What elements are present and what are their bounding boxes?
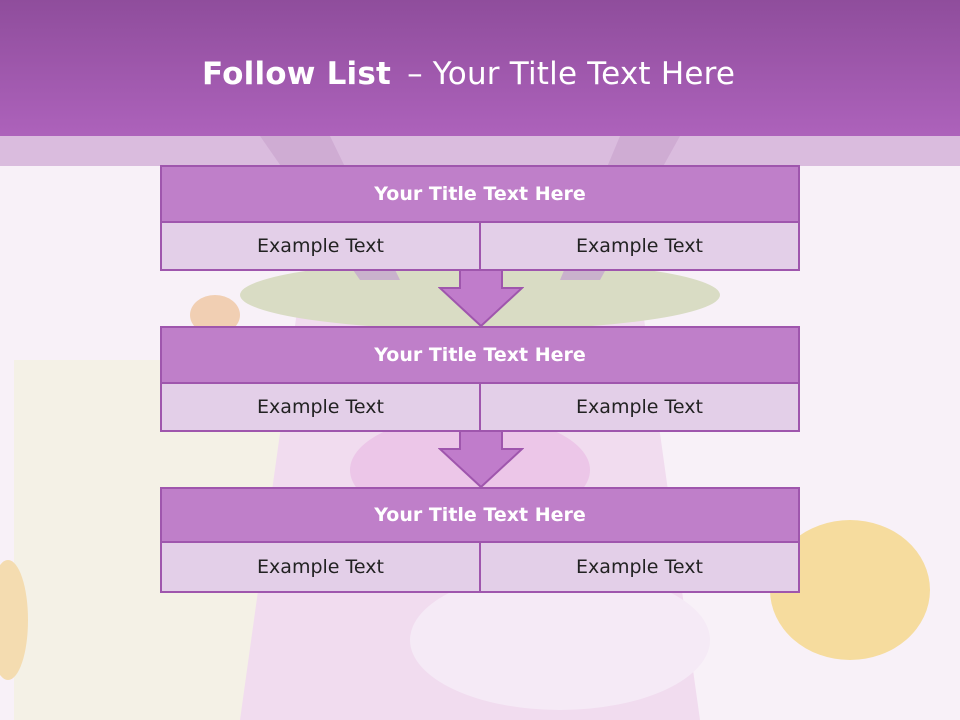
title-dash: –	[407, 56, 423, 92]
step-title: Your Title Text Here	[162, 328, 798, 384]
title-rest: Your Title Text Here	[432, 56, 736, 92]
header-bar	[0, 0, 960, 136]
down-arrow-icon	[438, 268, 524, 328]
down-arrow-icon	[438, 429, 524, 489]
step-row: Example Text Example Text	[162, 384, 798, 430]
step-cell-right: Example Text	[479, 543, 798, 591]
step-box-1: Your Title Text Here Example Text Exampl…	[160, 165, 800, 271]
step-row: Example Text Example Text	[162, 223, 798, 269]
step-title: Your Title Text Here	[162, 489, 798, 543]
page-title: Follow List–Your Title Text Here	[202, 56, 735, 92]
step-cell-left: Example Text	[257, 235, 384, 257]
header-band	[0, 136, 960, 166]
title-bold: Follow List	[202, 56, 392, 92]
step-row: Example Text Example Text	[162, 543, 798, 591]
step-cell-right: Example Text	[479, 223, 798, 269]
step-cell-left: Example Text	[257, 396, 384, 418]
step-box-3: Your Title Text Here Example Text Exampl…	[160, 487, 800, 593]
step-title: Your Title Text Here	[162, 167, 798, 223]
step-cell-right: Example Text	[479, 384, 798, 430]
step-cell-left: Example Text	[257, 556, 384, 578]
step-box-2: Your Title Text Here Example Text Exampl…	[160, 326, 800, 432]
